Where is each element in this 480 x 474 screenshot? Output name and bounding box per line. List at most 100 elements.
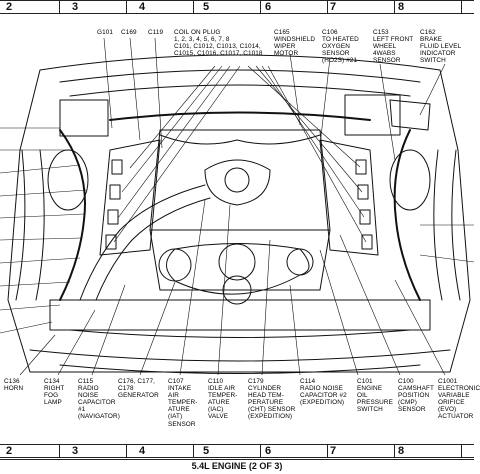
hood-outline xyxy=(7,54,471,373)
bumper-lower xyxy=(59,364,421,374)
callout-c165: C165 WINDSHIELD WIPER MOTOR xyxy=(274,29,316,58)
leader-line xyxy=(139,281,176,376)
grid-tick xyxy=(260,445,261,458)
leader-line xyxy=(129,37,141,141)
firewall-line xyxy=(59,69,421,83)
alternator xyxy=(158,248,192,282)
intake-manifold xyxy=(149,129,331,231)
valve-cover-left xyxy=(99,139,161,256)
leader-line xyxy=(0,281,71,287)
coil-pack xyxy=(355,159,367,175)
leader-line xyxy=(0,237,83,241)
cowl-line xyxy=(69,84,411,97)
grid-tick xyxy=(59,1,60,14)
coil-pack xyxy=(105,234,117,250)
grid-number-top: 6 xyxy=(264,1,272,13)
battery xyxy=(344,94,401,136)
leader-line xyxy=(319,249,359,376)
leader-line xyxy=(255,65,363,193)
grid-number-top: 2 xyxy=(5,1,13,13)
leader-line xyxy=(117,65,231,219)
coil-pack xyxy=(359,209,371,225)
leader-line xyxy=(394,279,446,376)
leader-line xyxy=(261,239,271,376)
callout-c179: C179 CYLINDER HEAD TEM- PERATURE (CHT) S… xyxy=(248,378,296,421)
leader-line xyxy=(179,199,206,376)
grid-number-bottom: 8 xyxy=(397,445,405,457)
grid-number-top: 4 xyxy=(138,1,146,13)
callout-c110: C110 IDLE AIR TEMPER- ATURE (IAC) VALVE xyxy=(208,378,238,421)
air-intake-tube xyxy=(79,184,206,301)
fuse-box xyxy=(59,99,109,137)
coil-pack xyxy=(109,184,121,200)
leader-line xyxy=(217,204,231,376)
leader-line xyxy=(0,189,87,197)
leader-line xyxy=(0,257,81,264)
leader-line xyxy=(319,57,331,146)
leader-line xyxy=(19,334,56,376)
bottom-grid-strip: 2 3 4 5 6 7 8 xyxy=(0,444,474,458)
leader-line xyxy=(0,321,53,334)
callout-c1001: C1001 ELECTRONIC VARIABLE ORIFICE (EVO) … xyxy=(438,378,480,421)
radiator-support xyxy=(49,299,431,331)
leader-line xyxy=(339,234,401,376)
grid-number-top: 5 xyxy=(202,1,210,13)
coil-pack xyxy=(357,184,369,200)
grid-number-bottom: 4 xyxy=(138,445,146,457)
harness-branch xyxy=(159,134,321,145)
leader-line xyxy=(0,164,81,174)
grid-tick xyxy=(327,445,328,458)
diagram-caption: 5.4L ENGINE (2 OF 3) xyxy=(191,461,283,471)
grid-number-bottom: 2 xyxy=(5,445,13,457)
leader-lines xyxy=(0,37,475,376)
leader-line xyxy=(91,284,126,376)
coil-pack xyxy=(111,159,123,175)
left-fender xyxy=(15,149,45,301)
grid-tick xyxy=(260,1,261,14)
bumper xyxy=(29,349,451,362)
grid-tick xyxy=(126,445,127,458)
callout-coil-on-plug: COIL ON PLUG 1, 2, 3, 4, 5, 6, 7, 8 C101… xyxy=(174,29,263,58)
leader-line xyxy=(129,65,216,169)
grid-tick xyxy=(461,1,462,14)
grid-tick xyxy=(59,445,60,458)
leader-line xyxy=(419,63,446,116)
air-intake-tube-edge xyxy=(95,197,211,301)
valve-cover-right xyxy=(319,139,379,256)
leader-line xyxy=(289,53,301,126)
coil-pack xyxy=(361,234,373,250)
drive-belt xyxy=(166,243,310,295)
grid-tick xyxy=(193,1,194,14)
strut-tower-right xyxy=(389,149,431,211)
leader-line xyxy=(154,37,163,149)
leader-line xyxy=(103,37,113,129)
grid-number-top: 8 xyxy=(397,1,405,13)
grid-number-bottom: 5 xyxy=(202,445,210,457)
harness-right xyxy=(393,129,421,301)
brake-master-cylinder xyxy=(389,99,431,131)
timing-cover xyxy=(149,229,331,291)
top-grid-strip: 2 3 4 5 6 7 8 xyxy=(0,0,474,14)
callout-c134: C134 RIGHT FOG LAMP xyxy=(44,378,65,407)
right-fender xyxy=(433,149,461,301)
throttle-body xyxy=(204,159,271,206)
leader-line xyxy=(261,65,365,218)
leader-line xyxy=(0,304,61,311)
grid-number-top: 7 xyxy=(329,1,337,13)
grid-number-bottom: 6 xyxy=(264,445,272,457)
callout-c107: C107 INTAKE AIR TEMPER- ATURE (IAT) SENS… xyxy=(168,378,198,428)
callout-c106: C106 TO HEATED OXYGEN SENSOR (HO2S) #21 xyxy=(322,29,359,65)
leader-line xyxy=(57,309,96,376)
callout-c162: C162 BRAKE FLUID LEVEL INDICATOR SWITCH xyxy=(420,29,462,65)
grille-top xyxy=(69,329,411,338)
callout-c114: C114 RADIO NOISE CAPACITOR #2 (EXPEDITIO… xyxy=(300,378,347,407)
grid-number-top: 3 xyxy=(71,1,79,13)
grid-tick xyxy=(327,1,328,14)
callout-c100: C100 CAMSHAFT POSITION (CMP) SENSOR xyxy=(398,378,434,414)
caption-divider xyxy=(0,459,474,460)
leader-line xyxy=(113,65,241,243)
grid-tick xyxy=(394,445,395,458)
callout-c101: C101 ENGINE OIL PRESSURE SWITCH xyxy=(357,378,393,414)
